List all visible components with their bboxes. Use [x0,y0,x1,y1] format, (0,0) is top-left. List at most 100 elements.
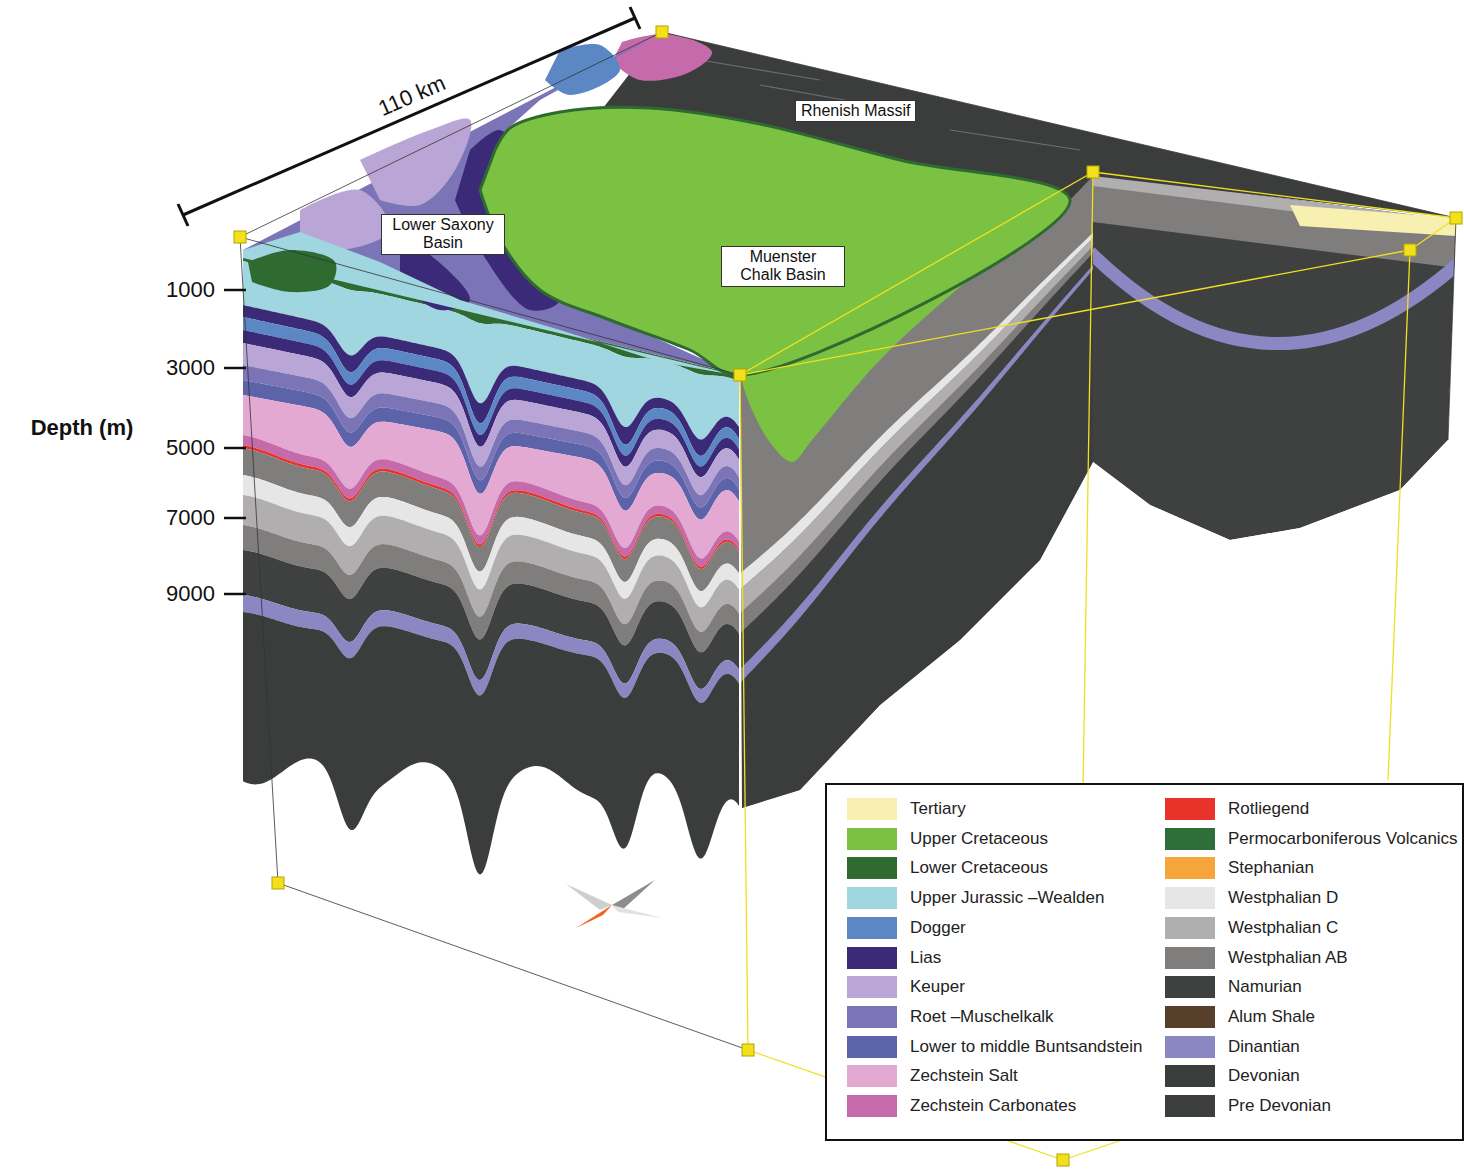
legend-entry: Dogger [847,916,1147,940]
region-label: Muenster Chalk Basin [721,246,845,287]
dinantian-band [1090,252,1460,344]
scale-bar [178,7,640,226]
compass-arm [612,880,655,910]
axis-tick [224,593,246,596]
axis-title: Depth (m) [31,415,134,441]
legend-entry: Devonian [1165,1064,1464,1088]
subvolume-edge [1388,250,1410,780]
legend-swatch [847,947,897,969]
legend-text: Roet –Muschelkalk [910,1006,1054,1028]
legend-entry: Upper Jurassic –Wealden [847,886,1147,910]
legend-swatch [1165,1065,1215,1087]
legend-text: Namurian [1228,976,1302,998]
legend-entry: Dinantian [1165,1035,1464,1059]
cretaceous-outcrop [248,250,336,292]
compass-arm [612,905,662,918]
legend-entry: Stephanian [1165,856,1464,880]
axis-tick [224,367,246,370]
legend-entry: Zechstein Salt [847,1064,1147,1088]
legend-text: Permocarboniferous Volcanics [1228,828,1458,850]
legend-text: Rotliegend [1228,798,1309,820]
legend-entry: Westphalian C [1165,916,1464,940]
legend-text: Zechstein Carbonates [910,1095,1076,1117]
legend-entry: Alum Shale [1165,1005,1464,1029]
depth-tick: 5000 [166,435,215,461]
legend-swatch [1165,976,1215,998]
legend-entry: Pre Devonian [1165,1094,1464,1118]
zechstein-outcrop [612,34,712,81]
face-right [1090,174,1460,540]
legend-text: Dinantian [1228,1036,1300,1058]
legend-entry: Permocarboniferous Volcanics [1165,827,1464,851]
legend-text: Pre Devonian [1228,1095,1331,1117]
legend-swatch [847,887,897,909]
legend-entry: Lower Cretaceous [847,856,1147,880]
depth-tick: 7000 [166,505,215,531]
subvolume-edge [1093,172,1456,218]
legend-entry: Roet –Muschelkalk [847,1005,1147,1029]
box-edge [1448,218,1456,440]
corner-marker [1057,1154,1069,1166]
subvolume-edge [740,375,748,1050]
box-edge [278,883,748,1050]
corner-marker [742,1044,754,1056]
box-edge [240,237,740,375]
model-bounding-box [240,32,1456,1160]
box-edge [240,237,278,883]
compass-arm [566,884,612,910]
rock-layer [243,612,739,874]
chalk-surface [480,107,1070,375]
axis-tick [224,447,246,450]
legend-entry: Westphalian AB [1165,946,1464,970]
depth-tick: 1000 [166,277,215,303]
legend-entry: Namurian [1165,975,1464,999]
legend-swatch [1165,1036,1215,1058]
rock-layer [1093,174,1456,540]
corner-marker [272,877,284,889]
legend-text: Westphalian AB [1228,947,1348,969]
region-label: Lower Saxony Basin [381,214,505,255]
region-label: Rhenish Massif [795,100,916,122]
legend-swatch [847,917,897,939]
legend-text: Tertiary [910,798,966,820]
subvolume-edge [1083,172,1093,790]
box-edge [662,32,1456,218]
legend-swatch [847,1006,897,1028]
legend-swatch [847,1036,897,1058]
legend-text: Devonian [1228,1065,1300,1087]
legend-entry: Tertiary [847,797,1147,821]
legend-text: Lower Cretaceous [910,857,1048,879]
corner-marker [734,369,746,381]
legend-swatch [1165,828,1215,850]
depth-tick: 9000 [166,581,215,607]
legend-entry: Upper Cretaceous [847,827,1147,851]
legend-swatch [847,857,897,879]
legend-text: Lias [910,947,941,969]
corner-marker [656,26,668,38]
axis-tick [224,289,246,292]
tertiary-cover [1290,205,1456,236]
corner-marker [1087,166,1099,178]
legend-text: Westphalian D [1228,887,1338,909]
legend-entry: Westphalian D [1165,886,1464,910]
legend-text: Stephanian [1228,857,1314,879]
legend-text: Upper Jurassic –Wealden [910,887,1104,909]
legend-text: Alum Shale [1228,1006,1315,1028]
legend-swatch [847,1065,897,1087]
legend-text: Upper Cretaceous [910,828,1048,850]
legend-swatch [847,798,897,820]
box-edge [240,32,662,237]
legend-swatch [847,1095,897,1117]
corner-marker [234,231,246,243]
region-name: Muenster Chalk Basin [727,248,839,285]
corner-marker [1450,212,1462,224]
legend-swatch [1165,1006,1215,1028]
legend-text: Lower to middle Buntsandstein [910,1036,1142,1058]
legend-swatch [1165,857,1215,879]
axis-tick [224,517,246,520]
legend-swatch [1165,887,1215,909]
legend-swatch [1165,947,1215,969]
legend-swatch [1165,1095,1215,1117]
north-arrow [566,880,662,928]
